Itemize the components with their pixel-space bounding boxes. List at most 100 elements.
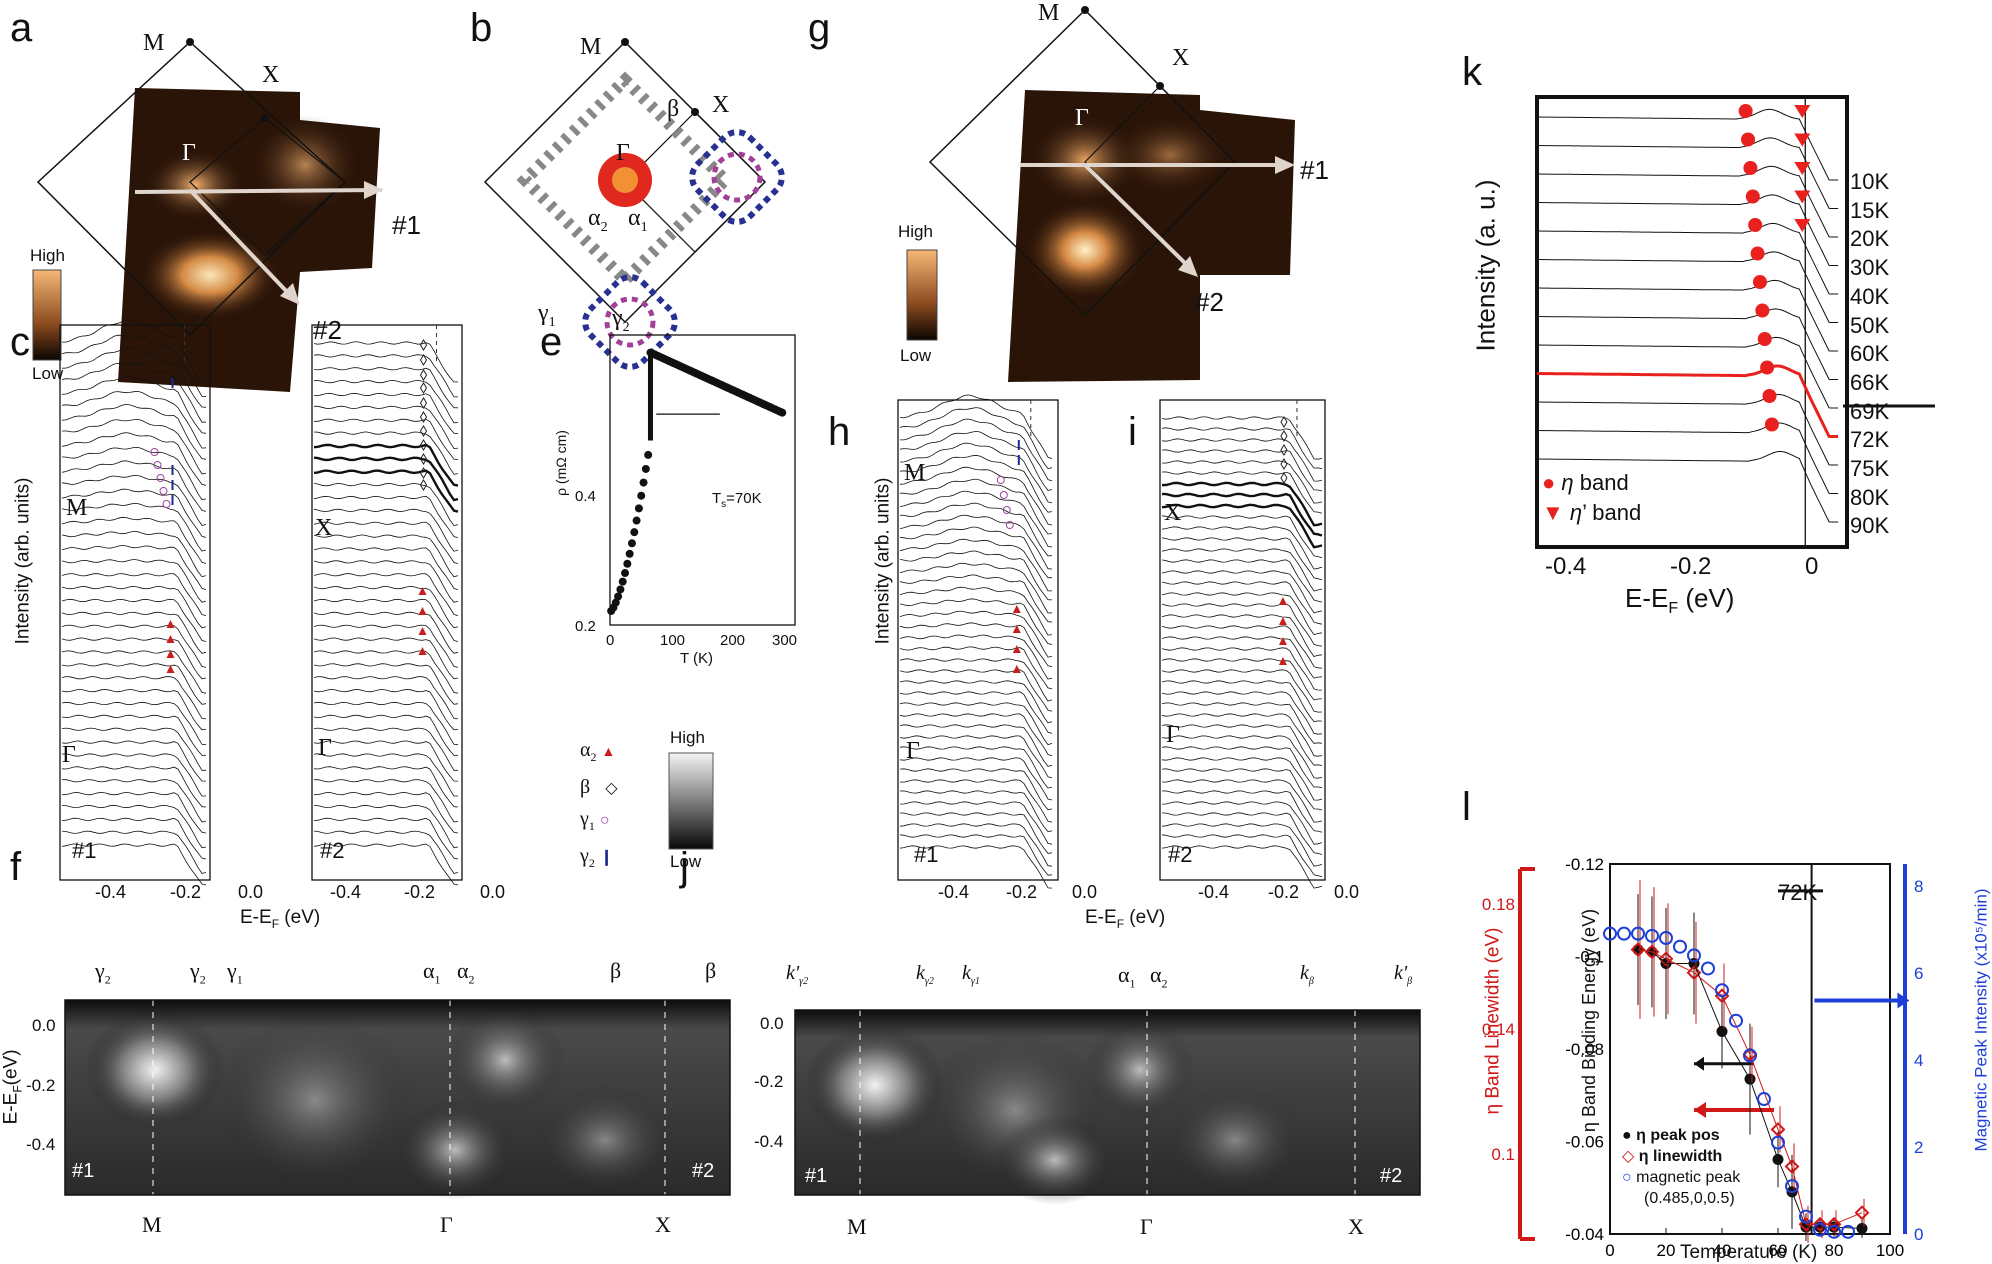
edc-curve (313, 830, 459, 874)
edc-curve (899, 562, 1053, 614)
edc-curve (61, 375, 207, 434)
label-x-b: X (712, 92, 730, 118)
edc-curve (899, 691, 1053, 734)
edc-curve (899, 407, 1053, 470)
edc-curve (1161, 438, 1323, 482)
l-mid-tick-label: -0.12 (1565, 855, 1604, 874)
edc-curve (313, 534, 459, 578)
edc-curve (61, 502, 207, 552)
edc-curve (1161, 647, 1323, 691)
edc-curve (61, 460, 207, 512)
edc-curve (899, 735, 1053, 779)
edc-curve (899, 454, 1053, 513)
magnetic-point (1673, 939, 1687, 954)
edc-curve (1161, 625, 1323, 669)
beta-marker (419, 467, 428, 479)
edc-curve (899, 702, 1053, 746)
l-arrow-black-head (1694, 1056, 1704, 1071)
k-ylabel: Intensity (a. u.) (1470, 179, 1501, 352)
edc-curve (314, 418, 459, 460)
edc-curve (1161, 713, 1323, 757)
l-right-axis-label: Magnetic Peak Intensity (x10⁵/min) (1971, 888, 1991, 1152)
f-cut1: #1 (72, 1160, 95, 1182)
f-top-0: γ2 (95, 958, 111, 987)
linewidth-point (1630, 942, 1646, 957)
edc-curve (313, 573, 459, 616)
edc-curve (61, 474, 207, 526)
label-cut1-g: #1 (1300, 155, 1329, 185)
label-gamma-c: Γ (62, 742, 76, 768)
panel-letter-b: b (470, 6, 493, 50)
edc-curve (314, 405, 459, 450)
gamma2-pocket-y (604, 296, 656, 348)
l-legend: ● η peak pos ◇ η linewidth ○ magnetic pe… (1622, 1125, 1740, 1209)
x-point (261, 114, 269, 122)
edc-curve (313, 804, 459, 849)
edc-curve (313, 753, 459, 797)
gamma1-marker (153, 461, 162, 469)
edc-curve (61, 516, 207, 564)
rho-ylabel: ρ (mΩ cm) (552, 430, 569, 496)
eta-band-marker (1760, 360, 1775, 375)
j-top-2: kγ1 (962, 962, 980, 987)
xlabel-hi: E-EF (eV) (1085, 907, 1166, 931)
edc-curve (61, 432, 207, 486)
magnetic-point (1841, 1224, 1855, 1239)
k-temp-label: 15K (1850, 197, 1890, 223)
eta-prime-marker (1794, 190, 1811, 204)
k-temp-label: 69K (1850, 398, 1890, 424)
edc-curve (899, 680, 1053, 724)
label-alpha1-b: α1 (628, 205, 648, 235)
tick-h-1: -0.2 (1006, 882, 1038, 902)
f-top-5: β (610, 958, 622, 983)
f-bottom-0: M (142, 1212, 162, 1237)
l-xtick-label: 60 (1769, 1241, 1788, 1260)
edc-curve (1161, 691, 1323, 735)
eta-prime-marker (1794, 219, 1811, 232)
label-cut-i: #2 (1168, 842, 1193, 867)
panel-g-fermi-map (906, 6, 1295, 382)
label-m-g: M (1038, 0, 1060, 26)
f-top-6: β (705, 958, 717, 983)
beta-marker (1280, 458, 1288, 470)
edc-curve (61, 446, 207, 501)
f-cut2: #2 (692, 1160, 715, 1182)
edc-curve (899, 834, 1053, 876)
edc-curve (61, 766, 207, 808)
eta-band-marker (1738, 104, 1753, 118)
magnetic-point (1785, 1179, 1799, 1194)
l-mid-tick-label: -0.1 (1575, 948, 1604, 967)
j-top-0: k'γ2 (786, 962, 809, 987)
beta-marker (419, 339, 428, 351)
panel-letter-a: a (10, 6, 33, 50)
edc-curve (1161, 680, 1323, 723)
edc-curve (313, 560, 459, 603)
rho-point (623, 559, 632, 568)
alpha2-marker (166, 650, 175, 658)
k-xlabel: E-EF (eV) (1625, 583, 1735, 618)
edc-curve (61, 843, 207, 886)
edc-curve (61, 544, 207, 590)
edc-curve (899, 586, 1053, 636)
l-legend-magnetic: ○ magnetic peak (1622, 1169, 1741, 1186)
edc-curve (1161, 724, 1323, 766)
f-top-4: α2 (457, 958, 475, 987)
f-bottom-1: Γ (440, 1212, 453, 1237)
edc-curve (1161, 481, 1323, 527)
edc-curve (313, 701, 459, 746)
gamma1-marker (996, 476, 1005, 484)
edc-curve (61, 830, 207, 874)
label-gamma-h: Γ (906, 738, 920, 764)
j-top-6: k'β (1394, 962, 1413, 987)
j-ytick-2: -0.4 (754, 1132, 784, 1151)
l-xlabel: Temperature (K) (1680, 1242, 1818, 1263)
gamma1-marker (1005, 521, 1014, 529)
l-legend-linewidth: ◇ η linewidth (1622, 1148, 1723, 1165)
label-x-d: X (315, 515, 333, 541)
edc-curve (1161, 735, 1323, 779)
panel-k-plot (1535, 95, 1935, 549)
edc-curve (313, 379, 459, 424)
alpha2-marker (1278, 657, 1287, 665)
edc-curve (1161, 845, 1323, 889)
